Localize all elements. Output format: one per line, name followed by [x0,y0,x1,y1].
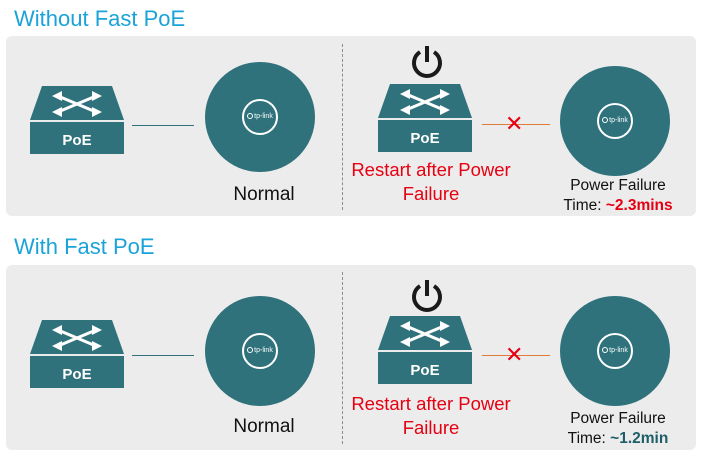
failed-connection-line [482,124,550,125]
ap-logo: tp-link [244,346,276,356]
poe-switch-normal: PoE [28,84,126,156]
failed-connection-line [482,355,550,356]
poe-switch-restart: PoE [376,314,474,386]
power-icon [412,46,442,78]
connection-line [132,355,194,356]
access-point-normal: tp-link [205,296,315,406]
x-mark-icon: ✕ [505,342,524,367]
access-point-icon: tp-link [597,103,633,139]
ap-logo: tp-link [599,116,631,126]
restart-caption: Restart after Power Failure [351,393,511,438]
switch-arrows-icon [30,86,124,154]
section-title-without-fast-poe: Without Fast PoE [14,6,186,31]
switch-arrows-icon [378,84,472,152]
x-mark-icon: ✕ [505,111,524,136]
dashed-divider [342,272,343,444]
access-point-failure: tp-link [560,66,670,176]
normal-caption: Normal [233,184,295,205]
connection-line [132,125,194,126]
section-title-with-fast-poe: With Fast PoE [14,234,155,259]
switch-label: PoE [62,132,92,149]
access-point-icon: tp-link [242,99,278,135]
failure-time-value: ~2.3mins [605,197,673,214]
power-failure-caption: Power Failure Time: ~2.3mins [563,177,673,214]
access-point-normal: tp-link [205,62,315,172]
access-point-icon: tp-link [242,333,278,369]
access-point-failure: tp-link [560,296,670,406]
power-icon [412,280,442,312]
power-failure-caption: Power Failure Time: ~1.2min [567,410,669,447]
switch-arrows-icon [378,316,472,384]
switch-label: PoE [410,362,440,379]
switch-label: PoE [62,366,92,383]
dashed-divider [342,44,343,210]
poe-switch-restart: PoE [376,82,474,154]
access-point-icon: tp-link [597,333,633,369]
failure-time-value: ~1.2min [610,430,669,447]
restart-caption: Restart after Power Failure [351,159,511,204]
ap-logo: tp-link [599,346,631,356]
switch-label: PoE [410,130,440,147]
poe-switch-normal: PoE [28,318,126,390]
normal-caption: Normal [233,416,295,437]
switch-arrows-icon [30,320,124,388]
ap-logo: tp-link [244,112,276,122]
